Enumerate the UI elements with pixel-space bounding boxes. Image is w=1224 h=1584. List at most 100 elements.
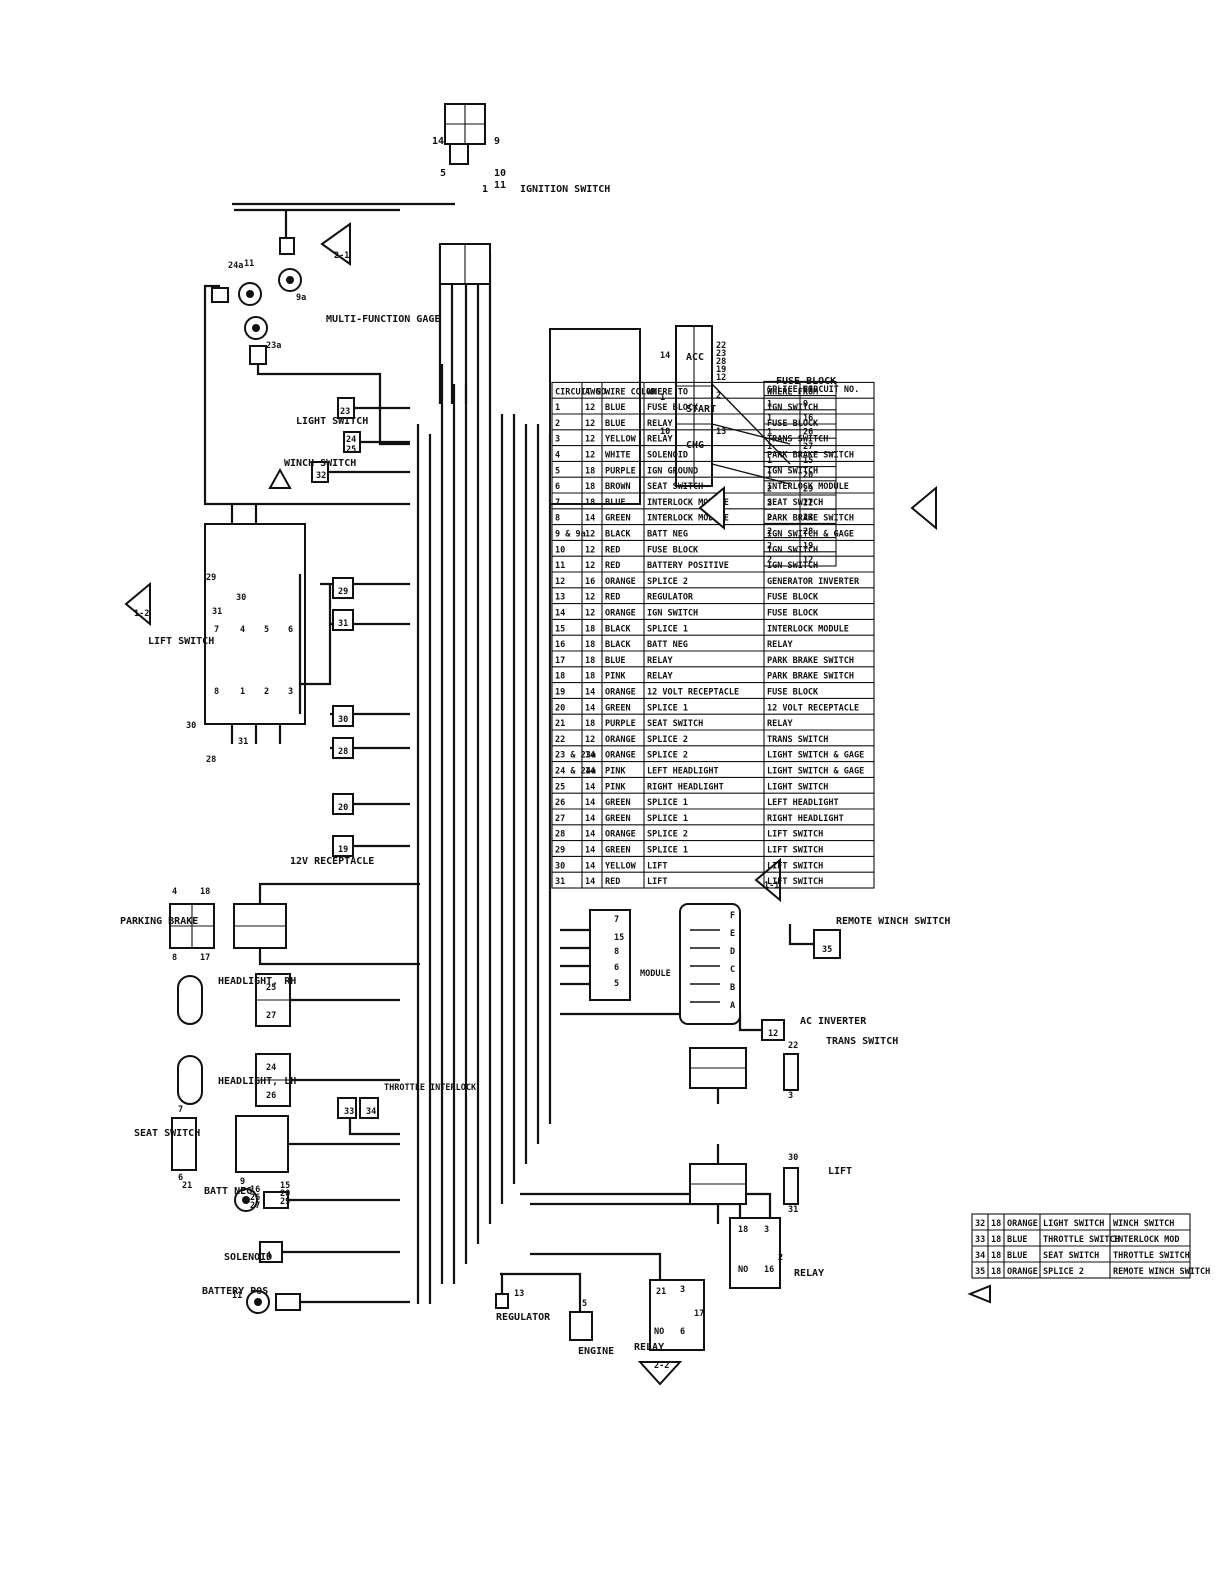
- circuit-row-cell: GREEN: [605, 845, 631, 855]
- circuit-row-cell: INTERLOCK MODULE: [767, 624, 849, 634]
- light-switch[interactable]: [337, 397, 410, 453]
- lift-switch-label: LIFT SWITCH: [148, 636, 214, 647]
- circuit-row-cell: GREEN: [605, 814, 631, 824]
- circuit-row-cell: YELLOW: [605, 861, 637, 871]
- lift-pin-7: 7: [214, 625, 219, 635]
- circuit-row-cell: LEFT HEADLIGHT: [647, 766, 719, 776]
- fb-pin-10: 10: [660, 427, 670, 437]
- trans-switch-connector[interactable]: [689, 1047, 747, 1104]
- callout-2-1-table-a: [698, 485, 725, 531]
- conn-29-label: 29: [338, 587, 348, 597]
- circuit-row-cell: PINK: [605, 782, 626, 792]
- circuit-row-cell: GREEN: [605, 514, 631, 524]
- circuit-row-cell: INTERLOCK MODULE: [647, 498, 729, 508]
- lift-pin-29: 29: [206, 573, 216, 583]
- eng-pin-5: 5: [582, 1299, 587, 1309]
- splice-row-cell: 2: [767, 513, 772, 523]
- splice-row-cell: 2: [767, 499, 772, 509]
- splice-row-header-cell: CIRCUIT NO.: [803, 385, 859, 395]
- remote-winch-switch[interactable]: [788, 924, 841, 959]
- added-row-cell: SPLICE 2: [1043, 1267, 1084, 1277]
- gage-pin-9a: 9a: [296, 293, 306, 303]
- remote-winch-label: REMOTE WINCH SWITCH: [836, 916, 950, 927]
- circuit-row-cell: BLUE: [605, 498, 625, 508]
- r2-pin-6: 6: [680, 1327, 685, 1337]
- seat-switch[interactable]: [171, 1115, 400, 1173]
- r2-pin-no: NO: [654, 1327, 664, 1337]
- circuit-row-cell: 23 & 23a: [555, 751, 596, 761]
- bp-pin-11: 11: [232, 1291, 242, 1301]
- splice-row-cell: 20: [803, 470, 813, 480]
- winch-switch[interactable]: [311, 461, 410, 483]
- circuit-row-cell: ORANGE: [605, 687, 636, 697]
- fb-pin-2: 2: [716, 391, 721, 401]
- circuit-row-header-cell: WHERE TO: [647, 387, 688, 397]
- ac-inverter: [560, 1012, 785, 1041]
- splice-row-cell: 16: [803, 413, 813, 423]
- r1-pin-2: 2: [778, 1253, 783, 1263]
- circuit-row-cell: IGN SWITCH: [767, 466, 818, 476]
- circuit-row-cell: BLACK: [605, 529, 631, 539]
- fb-pin-12: 12: [716, 373, 726, 383]
- splice-row-cell: 1: [767, 442, 772, 452]
- added-row-cell: 33: [975, 1235, 985, 1245]
- headlight-lh: [177, 1053, 400, 1107]
- circuit-row-cell: WHITE: [605, 450, 631, 460]
- solenoid-label: SOLENOID: [224, 1252, 272, 1263]
- circuit-row-cell: 15: [555, 624, 565, 634]
- circuit-row-cell: 12: [585, 435, 595, 445]
- circuit-row-cell: YELLOW: [605, 435, 637, 445]
- circuit-row-cell: 31: [555, 877, 565, 887]
- fuse-start: START: [686, 404, 716, 415]
- circuit-row-cell: SPLICE 1: [647, 814, 688, 824]
- circuit-row-cell: 3: [555, 435, 560, 445]
- relay-1-label: RELAY: [794, 1268, 824, 1279]
- lift-connector[interactable]: [689, 1144, 747, 1224]
- circuit-row-cell: RIGHT HEADLIGHT: [647, 782, 724, 792]
- conn-30-label: 30: [338, 715, 348, 725]
- circuit-row-cell: 21: [555, 719, 565, 729]
- circuit-row-header-cell: AWG: [585, 387, 600, 397]
- circuit-row-cell: PINK: [605, 766, 626, 776]
- connector-20: [332, 793, 410, 815]
- ignition-switch[interactable]: [232, 103, 491, 285]
- circuit-row-cell: BATTERY POSITIVE: [647, 561, 729, 571]
- circuit-row-cell: FUSE BLOCK: [767, 687, 819, 697]
- lift-pin-30b: 30: [236, 593, 246, 603]
- bn-pin-16: 16: [250, 1185, 260, 1195]
- circuit-row-cell: 12: [585, 450, 595, 460]
- parking-brake[interactable]: [169, 882, 420, 966]
- splice-row-cell: 19: [803, 541, 813, 551]
- circuit-row-cell: 30: [555, 861, 565, 871]
- circuit-row-cell: 12: [585, 593, 595, 603]
- circuit-row-cell: TRANS SWITCH: [767, 735, 828, 745]
- circuit-row-cell: 11: [555, 561, 565, 571]
- lift-switch[interactable]: [204, 504, 410, 750]
- multi-function-gage: [203, 208, 410, 506]
- relay-2-label: RELAY: [634, 1342, 664, 1353]
- circuit-row-cell: 14: [585, 703, 595, 713]
- splice-row-cell: 9: [803, 399, 808, 409]
- splice-row-header-cell: SPLICE NO.: [767, 385, 818, 395]
- circuit-row-cell: IGN SWITCH: [767, 545, 818, 555]
- circuit-row-cell: FUSE BLOCK: [647, 403, 699, 413]
- circuit-row-cell: 18: [585, 482, 595, 492]
- fb-pin-13: 13: [716, 427, 726, 437]
- added-row-cell: 34: [975, 1251, 985, 1261]
- circuit-row-cell: 13: [555, 593, 565, 603]
- ss-pin-21: 21: [182, 1181, 192, 1191]
- svg-text:2-2: 2-2: [654, 1361, 669, 1371]
- circuit-row-header-cell: CIRCUIT NO.: [555, 387, 611, 397]
- circuit-row-cell: LEFT HEADLIGHT: [767, 798, 839, 808]
- circuit-row-cell: 26: [555, 798, 565, 808]
- parking-brake-label: PARKING BRAKE: [120, 916, 198, 927]
- reg-pin-13: 13: [514, 1289, 524, 1299]
- circuit-row-cell: RELAY: [767, 719, 793, 729]
- light-pin-23: 23: [340, 407, 350, 417]
- bn-pin-20: 20: [280, 1189, 290, 1199]
- ign-pin-9: 9: [494, 136, 500, 147]
- relay-2[interactable]: [530, 1252, 705, 1351]
- throttle-interlock: [337, 1097, 400, 1136]
- circuit-row-cell: 8: [555, 514, 560, 524]
